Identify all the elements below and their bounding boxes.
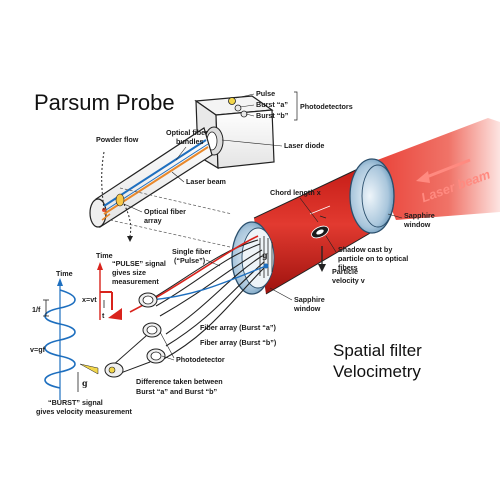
title-spatial-filter: Spatial filter bbox=[333, 341, 422, 360]
label-g-symbol: g bbox=[82, 378, 88, 388]
title-parsum-probe: Parsum Probe bbox=[34, 90, 175, 115]
label-sapphire-window-bot-2: window bbox=[293, 304, 321, 313]
label-t-symbol: t bbox=[102, 311, 105, 320]
label-single-fiber-1: Single fiber bbox=[172, 247, 211, 256]
label-burst-b: Burst “b” bbox=[256, 111, 289, 120]
powder-flow-arrow-icon bbox=[101, 151, 133, 242]
label-fiber-array-a: Fiber array (Burst “a”) bbox=[200, 323, 276, 332]
symbol-g-face: g bbox=[262, 250, 268, 260]
label-photodetector: Photodetector bbox=[176, 355, 225, 364]
sapphire-window-right bbox=[349, 158, 395, 234]
label-time-left: Time bbox=[56, 269, 73, 278]
label-shadow-2: particle on to optical bbox=[338, 254, 408, 263]
label-pulse-signal-3: measurement bbox=[112, 277, 159, 286]
photodetector-burst-a bbox=[142, 322, 162, 338]
label-pulse-signal-1: “PULSE” signal bbox=[112, 259, 166, 268]
label-burst-signal-1: “BURST” signal bbox=[48, 398, 103, 407]
label-laser-diode: Laser diode bbox=[284, 141, 324, 150]
particle bbox=[309, 205, 331, 239]
label-optical-fiber-bundles-2: bundles bbox=[176, 137, 204, 146]
label-optical-fiber-array-2: array bbox=[144, 216, 162, 225]
label-optical-fiber-bundles-1: Optical fiber bbox=[166, 128, 208, 137]
photodetector-pulse bbox=[138, 292, 158, 308]
projection-lines bbox=[109, 187, 233, 248]
label-shadow-1: Shadow cast by bbox=[338, 245, 392, 254]
label-particle-velocity-1: Particle bbox=[332, 267, 358, 276]
fiber-bundle bbox=[149, 239, 267, 361]
arrow-beam-direction-icon bbox=[416, 158, 471, 183]
label-single-fiber-2: (“Pulse”) bbox=[174, 256, 206, 265]
label-fiber-array-b: Fiber array (Burst “b”) bbox=[200, 338, 277, 347]
label-v-eq-gf: v=gf bbox=[30, 345, 46, 354]
photodetectors-bracket bbox=[294, 91, 298, 121]
label-pulse: Pulse bbox=[256, 89, 275, 98]
label-burst-a: Burst “a” bbox=[256, 100, 288, 109]
title-velocimetry: Velocimetry bbox=[333, 362, 421, 381]
label-sapphire-window-top-2: window bbox=[403, 220, 431, 229]
label-difference-1: Difference taken between bbox=[136, 377, 223, 386]
probe-body bbox=[89, 95, 275, 229]
label-powder-flow: Powder flow bbox=[96, 135, 139, 144]
label-time-top: Time bbox=[96, 251, 113, 260]
pulse-signal-graph bbox=[97, 262, 113, 320]
label-shadow-3: fibers bbox=[338, 263, 358, 272]
label-photodetectors: Photodetectors bbox=[300, 102, 353, 111]
label-optical-fiber-array-1: Optical fiber bbox=[144, 207, 186, 216]
label-chord-length: Chord length x bbox=[270, 188, 321, 197]
label-x-eq-vt: x=vt bbox=[82, 295, 97, 304]
difference-amplifier bbox=[79, 335, 151, 378]
label-difference-2: Burst “a” and Burst “b” bbox=[136, 387, 217, 396]
laser-beam-incoming: Laser beam bbox=[372, 118, 500, 220]
photodetector-burst-b bbox=[146, 348, 166, 364]
particle-velocity-arrow-icon bbox=[318, 246, 326, 272]
label-pulse-signal-2: gives size bbox=[112, 268, 146, 277]
label-laser-beam: Laser beam bbox=[186, 177, 226, 186]
label-one-over-f: 1/f bbox=[32, 305, 41, 314]
label-sapphire-window-top-1: Sapphire bbox=[404, 211, 435, 220]
burst-signal-graph bbox=[43, 278, 79, 400]
label-particle-velocity-2: velocity v bbox=[332, 276, 365, 285]
label-sapphire-window-bot-1: Sapphire bbox=[294, 295, 325, 304]
label-burst-signal-2: gives velocity measurement bbox=[36, 407, 132, 416]
